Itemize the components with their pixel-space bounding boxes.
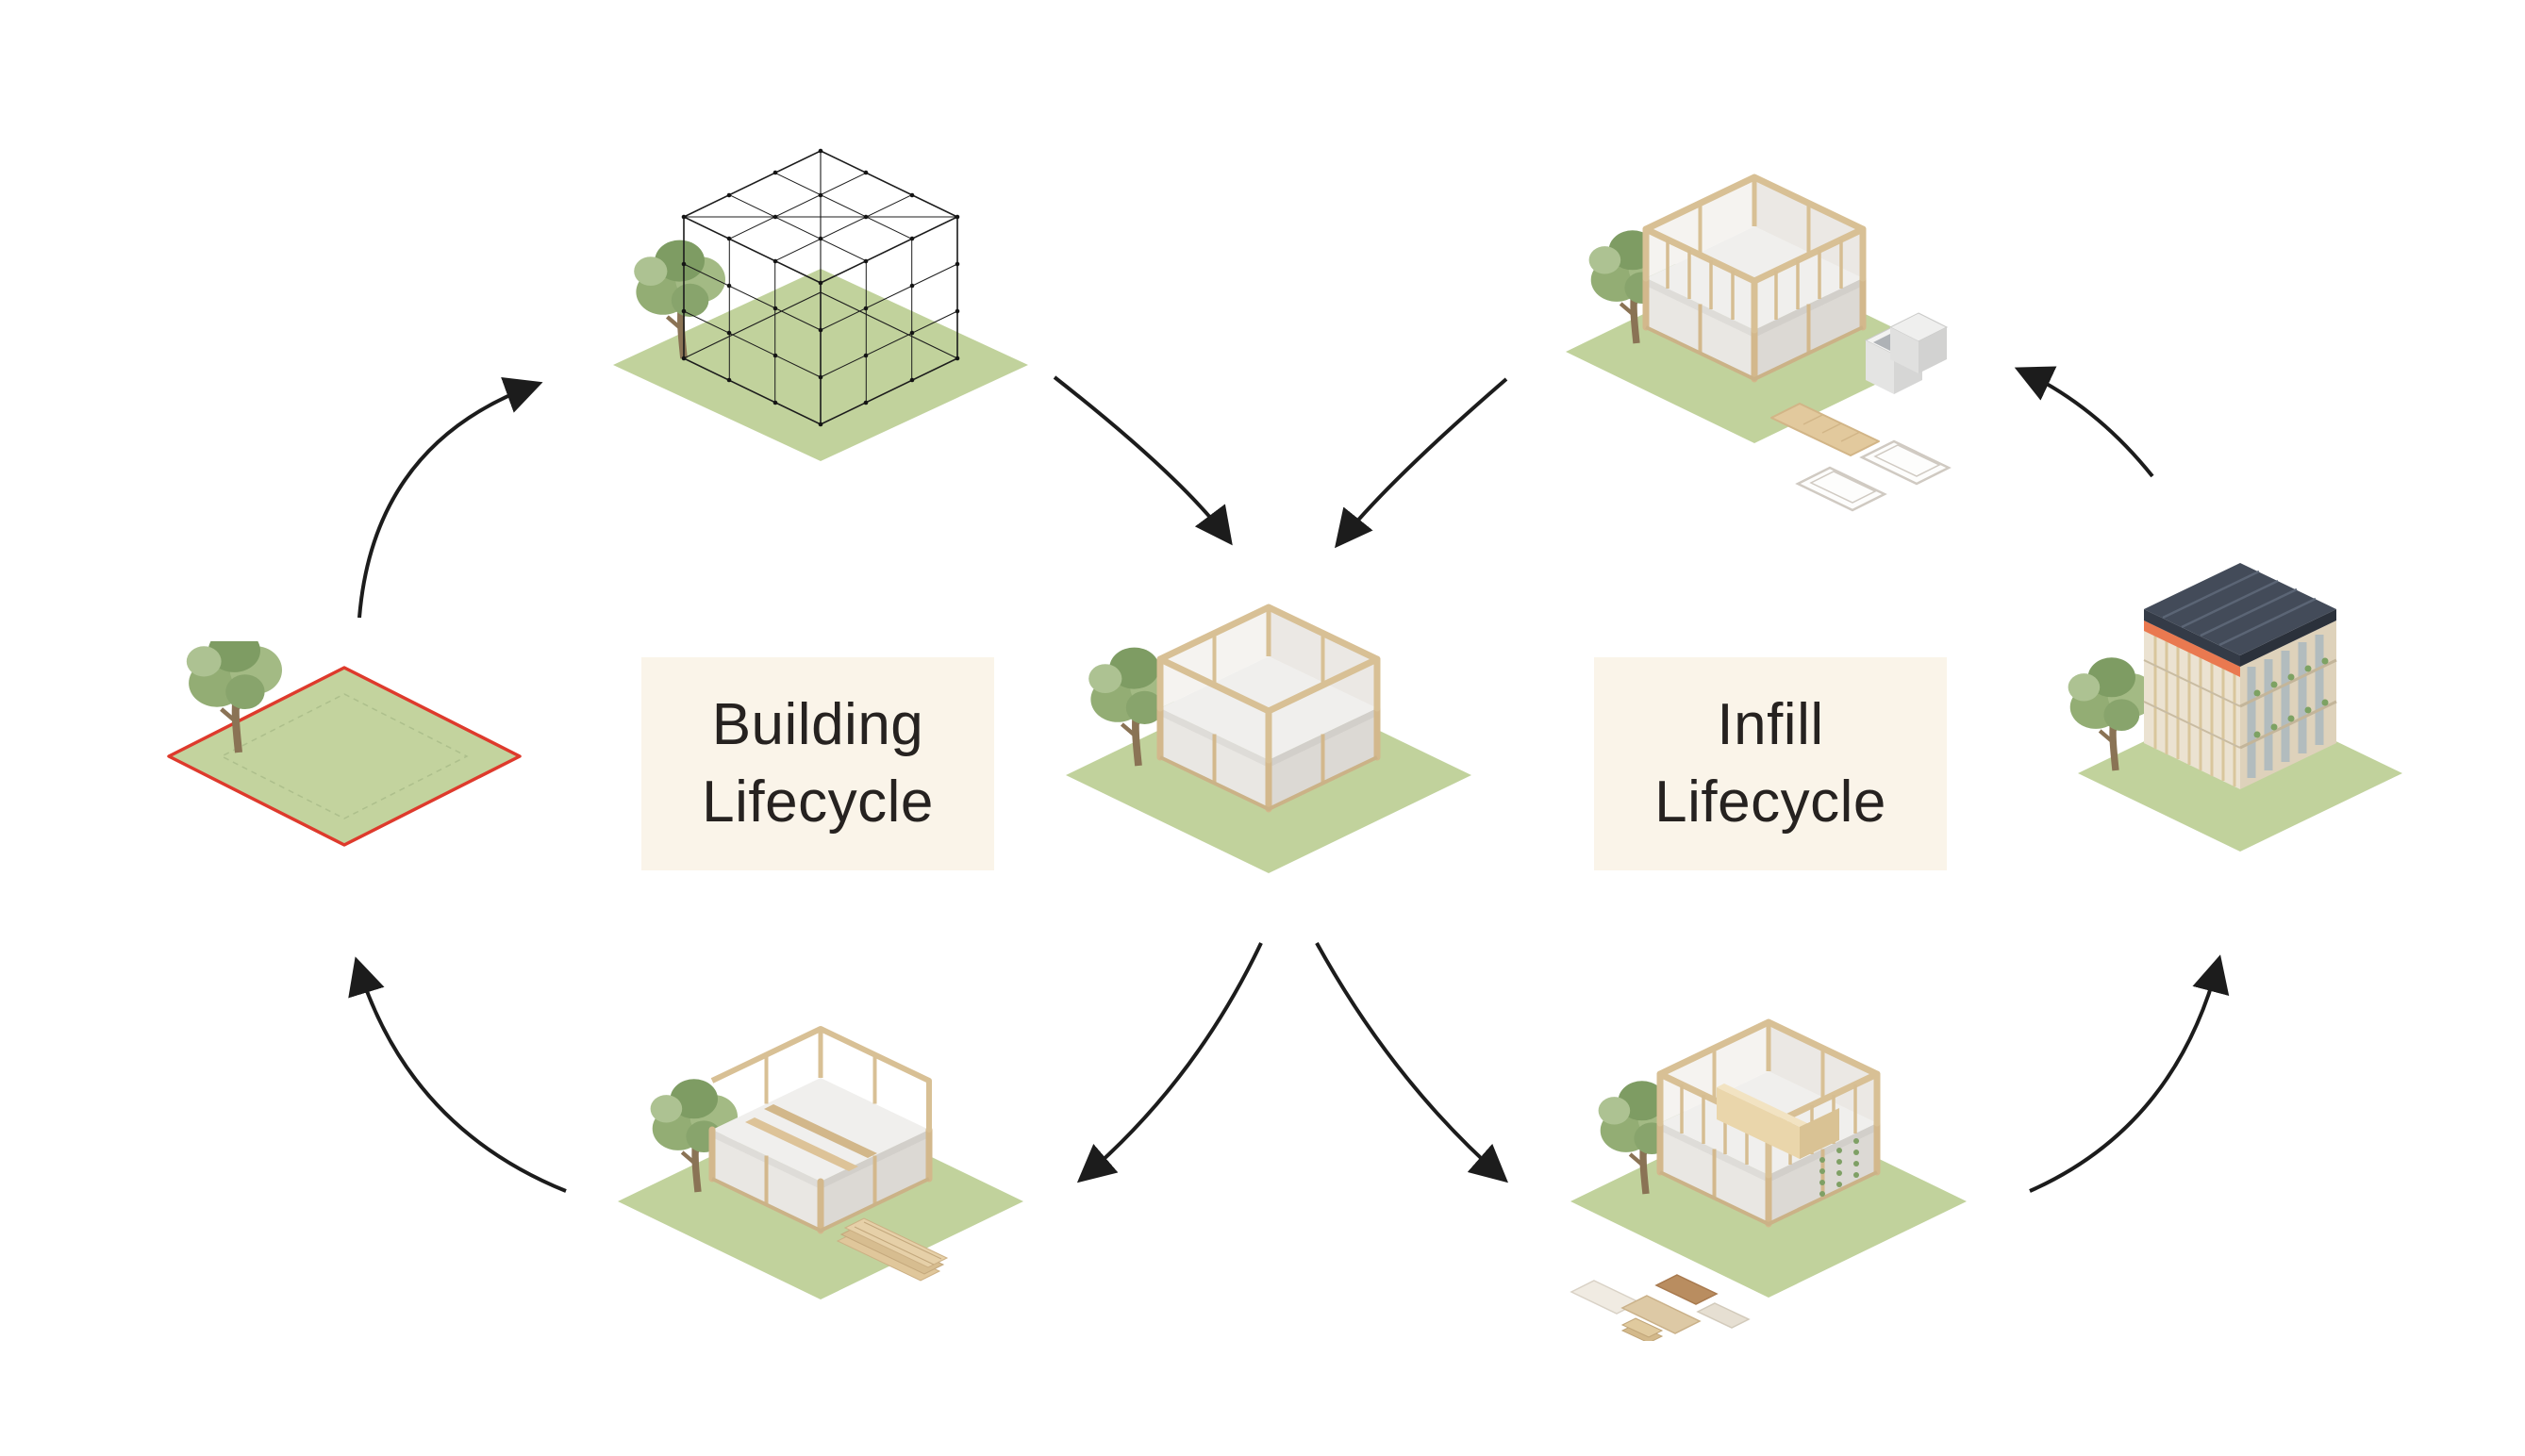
arrow-infill-components-to-structure (1335, 377, 1508, 549)
service-modules (1864, 312, 1949, 394)
node-completed-building (2061, 457, 2419, 863)
completed-building-illustration (2143, 563, 2337, 789)
lumber-stack (836, 1217, 949, 1282)
arrow-structure-to-construction (1076, 942, 1263, 1183)
solar-roof (2144, 563, 2336, 667)
arrow-site-to-massing (357, 377, 543, 619)
node-interior-fitout (1556, 992, 1990, 1341)
grid-nodes (681, 148, 960, 427)
window-frames (1795, 439, 1952, 512)
arrow-interior-to-complete (2029, 954, 2230, 1193)
green-wall (1819, 1138, 1859, 1197)
building-lifecycle-label: Building Lifecycle (641, 657, 994, 870)
material-panels (1570, 1274, 1751, 1341)
node-infill-components (1547, 157, 1990, 553)
arrow-structure-to-interior (1315, 942, 1509, 1183)
node-site-plot (156, 641, 533, 896)
arrow-massing-to-structure (1053, 375, 1233, 546)
building-lifecycle-label-line1: Building (711, 692, 924, 758)
insulation-mat (1770, 403, 1880, 456)
node-frame-under-construction (604, 962, 1038, 1301)
construction-building (712, 1026, 929, 1231)
arrow-construction-to-site (348, 956, 567, 1193)
infill-lifecycle-label-line2: Lifecycle (1654, 769, 1886, 835)
building-lifecycle-label-line2: Lifecycle (702, 769, 934, 835)
node-massing-grid (594, 127, 1047, 467)
node-structural-frame (1052, 528, 1486, 877)
interior-partitions (1717, 1084, 1839, 1159)
infill-lifecycle-label-line1: Infill (1717, 692, 1824, 758)
site-plot-ground (167, 666, 522, 847)
infill-lifecycle-label: Infill Lifecycle (1594, 657, 1947, 870)
orange-fascia (2144, 620, 2240, 677)
